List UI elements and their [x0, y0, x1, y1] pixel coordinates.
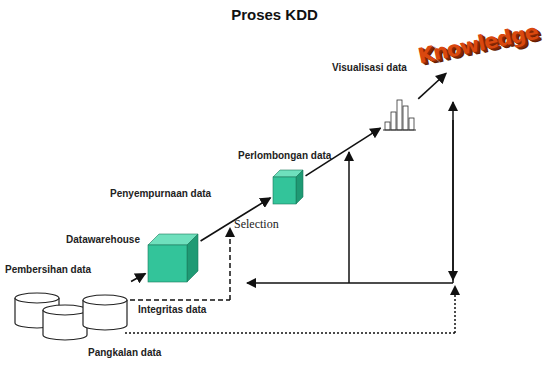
knowledge-label: Knowledge [416, 20, 540, 69]
histogram-icon: Visualisasi data [383, 98, 416, 134]
step-label: Integritas data [138, 304, 206, 316]
cube-front [148, 245, 187, 282]
cube-side [296, 170, 303, 204]
edge-label: Penyempurnaan data [110, 188, 211, 200]
node-shape [273, 170, 303, 204]
database-top [83, 295, 127, 305]
feedback-line [247, 282, 453, 284]
database-top [15, 293, 59, 303]
node-label: Pangkalan data [88, 347, 161, 359]
node-label: Visualisasi data [332, 62, 407, 74]
edge-label: Pembersihan data [5, 264, 91, 276]
feedback-line [452, 120, 454, 280]
cube-front [273, 177, 296, 204]
data-cube: Datawarehouse [148, 234, 198, 282]
histogram-bar [409, 118, 414, 130]
node-shape [148, 234, 198, 282]
histogram-bar [397, 100, 402, 130]
histogram-bar [391, 112, 396, 130]
process-arrow [131, 273, 145, 281]
feedback-line [348, 152, 350, 283]
process-arrow [418, 73, 446, 99]
diagram-title: Proses KDD [0, 6, 549, 23]
node-shape [383, 98, 416, 134]
cube-side [187, 234, 198, 282]
data-cube: Perlombongan data [273, 170, 303, 204]
histogram-bar [403, 106, 408, 130]
histogram-axis [383, 130, 416, 131]
feedback-line [452, 102, 454, 283]
node-label: Datawarehouse [66, 234, 140, 246]
dotted-line [454, 286, 456, 333]
dashed-line [229, 228, 231, 300]
histogram-bar [385, 122, 390, 130]
node-shape [15, 283, 135, 343]
database-group: Pangkalan data [15, 283, 135, 343]
selection-label: Selection [234, 218, 279, 230]
dotted-line [125, 332, 455, 334]
dashed-line [130, 299, 230, 301]
knowledge-text: Knowledge [412, 17, 545, 71]
database-top [43, 305, 87, 315]
node-label: Perlombongan data [238, 150, 331, 162]
